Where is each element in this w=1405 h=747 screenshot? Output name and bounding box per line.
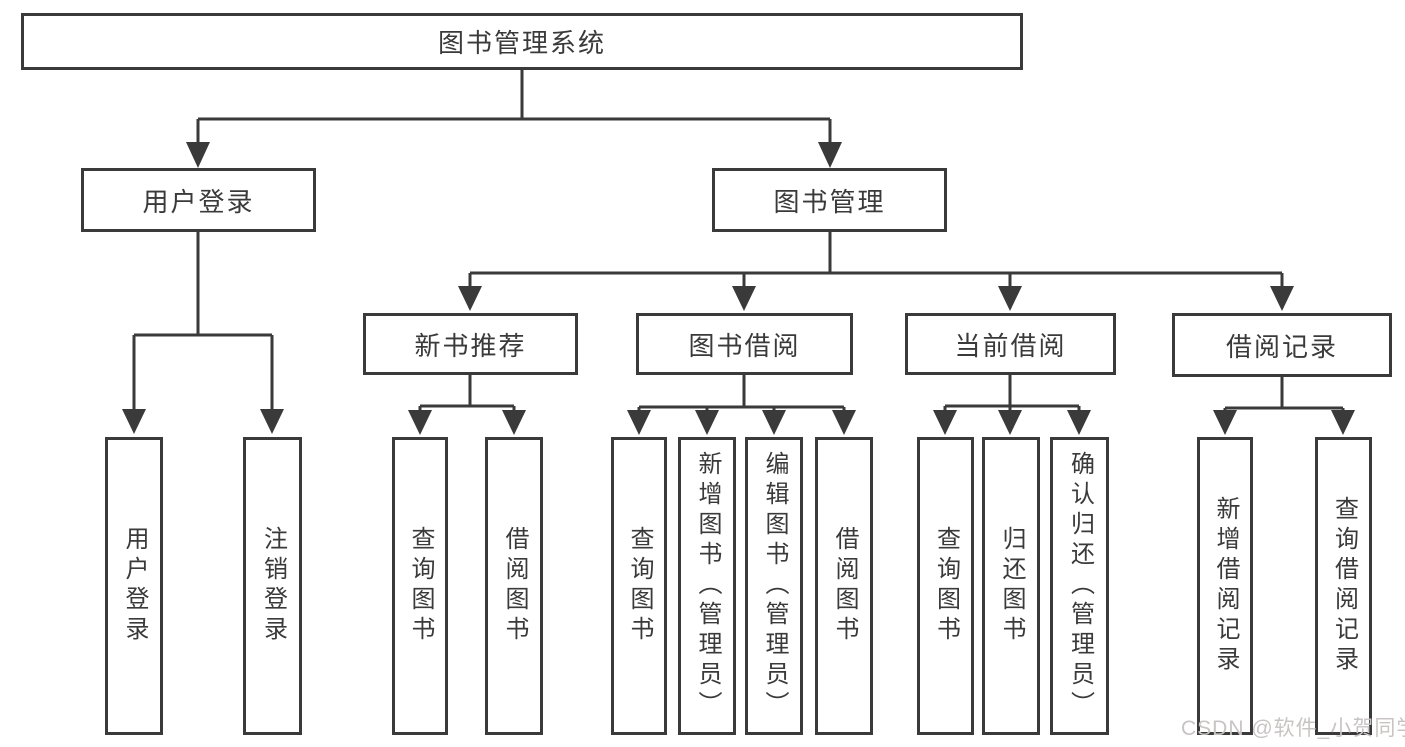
leaf-br-query-record-label: 查询借阅记录 (1330, 496, 1358, 676)
node-borrowing-records-label: 借阅记录 (1225, 331, 1338, 362)
leaf-nb-query-books: 查询图书 (392, 437, 448, 735)
tree-edges (132, 70, 1345, 414)
node-borrowing-records: 借阅记录 (1172, 313, 1392, 377)
leaf-user-login-label: 用户登录 (121, 526, 148, 646)
leaf-nb-borrow-books-label: 借阅图书 (501, 526, 528, 646)
leaf-nb-query-books-label: 查询图书 (407, 526, 434, 646)
node-book-management: 图书管理 (712, 168, 947, 232)
leaf-bb-add-books: 新增图书（管理员） (678, 437, 736, 735)
leaf-bb-borrow-books-label: 借阅图书 (831, 526, 858, 646)
node-book-borrowing-label: 图书借阅 (688, 330, 801, 361)
node-current-borrowing: 当前借阅 (905, 313, 1116, 375)
leaf-logout-label: 注销登录 (259, 526, 287, 646)
leaf-bb-borrow-books: 借阅图书 (815, 437, 873, 735)
node-book-borrowing: 图书借阅 (636, 313, 853, 375)
leaf-bb-query-books-label: 查询图书 (626, 526, 653, 646)
node-library-system: 图书管理系统 (21, 13, 1023, 70)
leaf-br-add-record: 新增借阅记录 (1197, 437, 1253, 735)
leaf-logout: 注销登录 (243, 437, 302, 735)
node-book-management-label: 图书管理 (773, 186, 886, 217)
leaf-cb-confirm-return: 确认归还（管理员） (1050, 437, 1109, 735)
leaf-cb-return-books: 归还图书 (982, 437, 1040, 735)
leaf-user-login: 用户登录 (105, 437, 163, 735)
leaf-br-query-record: 查询借阅记录 (1315, 437, 1372, 735)
node-library-system-label: 图书管理系统 (437, 28, 606, 58)
leaf-bb-query-books: 查询图书 (611, 437, 667, 735)
leaf-cb-confirm-return-label: 确认归还（管理员） (1066, 451, 1094, 721)
leaf-br-add-record-label: 新增借阅记录 (1212, 496, 1239, 676)
node-user-login: 用户登录 (81, 168, 316, 232)
leaf-bb-edit-books-label: 编辑图书（管理员） (761, 451, 788, 721)
leaf-cb-query-books: 查询图书 (917, 437, 974, 735)
csdn-watermark: CSDN @软件_小贺同学 (1181, 717, 1405, 740)
leaf-bb-edit-books: 编辑图书（管理员） (745, 437, 803, 735)
node-new-book-recommend: 新书推荐 (363, 313, 578, 375)
node-new-book-recommend-label: 新书推荐 (414, 330, 527, 361)
leaf-nb-borrow-books: 借阅图书 (485, 437, 543, 735)
leaf-cb-return-books-label: 归还图书 (998, 526, 1025, 646)
leaf-cb-query-books-label: 查询图书 (932, 526, 960, 646)
node-current-borrowing-label: 当前借阅 (954, 330, 1067, 361)
arrow-heads (122, 142, 1355, 435)
node-user-login-label: 用户登录 (142, 186, 255, 217)
leaf-bb-add-books-label: 新增图书（管理员） (694, 451, 721, 721)
